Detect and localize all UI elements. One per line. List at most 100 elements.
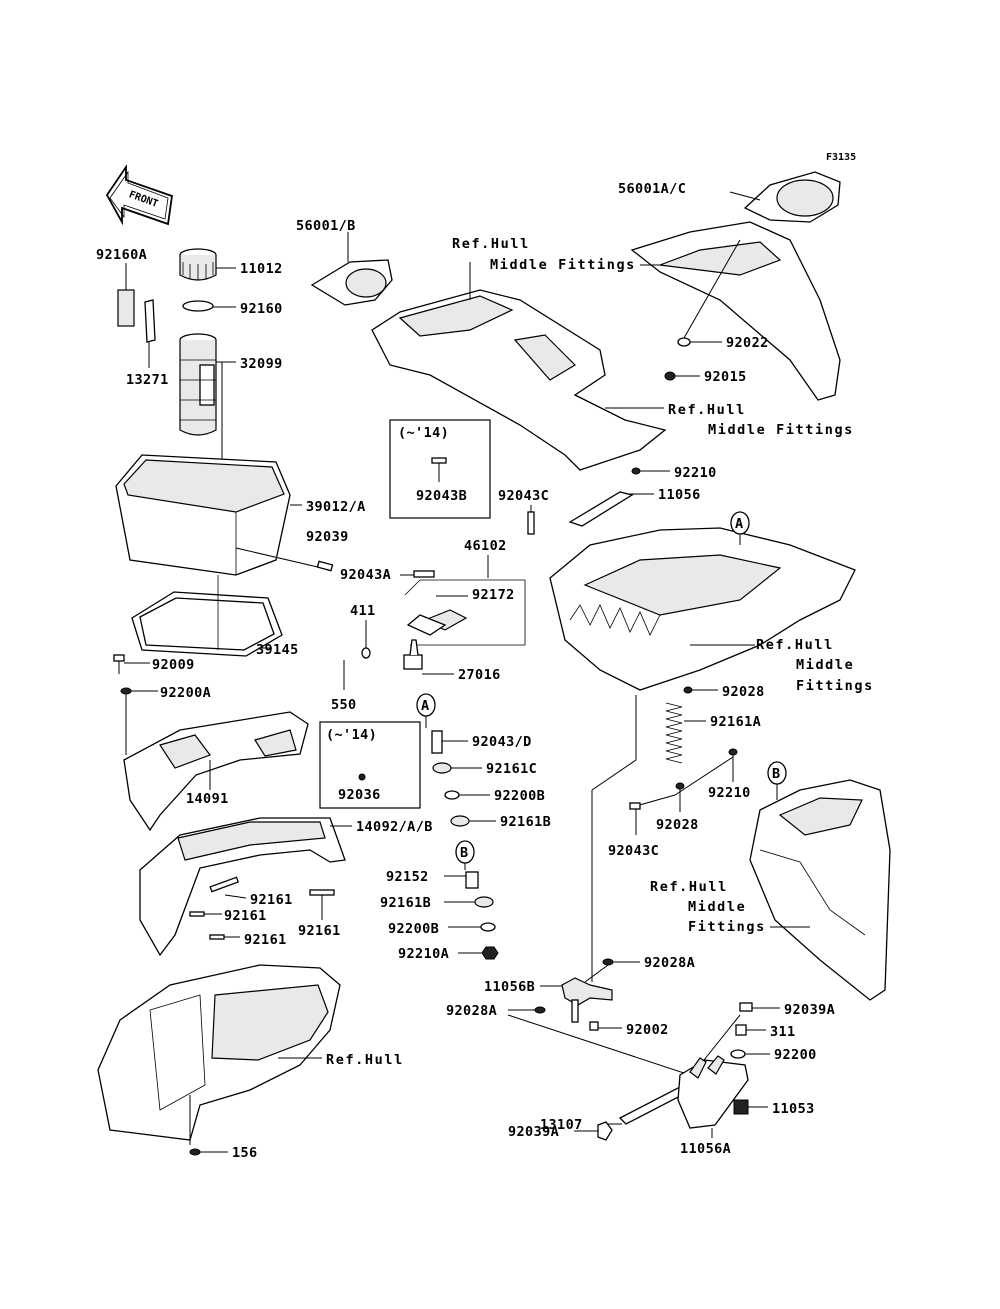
inset-part-2: 92036 xyxy=(338,787,381,803)
nut-92210A xyxy=(458,946,499,960)
screw-92039 xyxy=(235,547,334,572)
mirror-56001B xyxy=(310,232,393,306)
connector-a-right: A xyxy=(730,511,750,535)
part-label-27016: 27016 xyxy=(458,667,501,683)
part-label-92152: 92152 xyxy=(386,869,429,885)
part-label-11053: 11053 xyxy=(772,1101,815,1117)
oring-92160 xyxy=(182,300,236,312)
nut-92028A-upper xyxy=(584,958,640,983)
ref-hull-3-line1: Ref.Hull xyxy=(756,637,834,653)
nut-92015 xyxy=(664,371,700,381)
part-label-92160A: 92160A xyxy=(96,247,147,263)
pin-92043A xyxy=(400,570,435,578)
hull-middle-fittings-cowl xyxy=(630,221,841,401)
part-label-92210-lower: 92210 xyxy=(708,785,751,801)
part-label-92039: 92039 xyxy=(306,529,349,545)
inset-box-92043B xyxy=(389,419,491,519)
part-label-92210A: 92210A xyxy=(398,946,449,962)
washer-92200B-lower xyxy=(448,922,496,932)
part-label-92172: 92172 xyxy=(472,587,515,603)
washer-92200 xyxy=(730,1049,770,1059)
svg-text:B: B xyxy=(772,766,781,782)
part-label-13107: 13107 xyxy=(540,1117,583,1133)
bolt-92043C-lower xyxy=(629,756,734,835)
pin-92043D xyxy=(431,730,468,754)
svg-text:A: A xyxy=(735,516,744,532)
part-label-92161B-upper: 92161B xyxy=(500,814,551,830)
part-label-92009: 92009 xyxy=(152,657,195,673)
svg-text:B: B xyxy=(460,845,469,861)
part-label-14092AB: 14092/A/B xyxy=(356,819,433,835)
part-label-92015: 92015 xyxy=(704,369,747,385)
part-label-56001B: 56001/B xyxy=(296,218,356,234)
collar-311 xyxy=(735,1024,766,1036)
part-label-92039A-lower: 92039A xyxy=(508,1124,559,1140)
part-label-92043C-lower: 92043C xyxy=(608,843,659,859)
pad-11053 xyxy=(733,1099,768,1115)
storage-tray-39012A xyxy=(115,454,302,576)
washer-92022 xyxy=(677,239,741,347)
part-label-92028A-lower: 92028A xyxy=(446,1003,497,1019)
bracket-11056 xyxy=(568,491,654,527)
washer-92200A xyxy=(120,687,158,755)
rod-13107 xyxy=(602,1087,686,1125)
lever-11056B xyxy=(540,977,613,1023)
ref-hull-3-line3: Fittings xyxy=(796,678,874,694)
ref-hull-4-line2: Middle xyxy=(688,899,746,915)
linkage-46102 xyxy=(404,555,526,646)
ref-hull-4-line1: Ref.Hull xyxy=(650,879,728,895)
part-label-92200B-upper: 92200B xyxy=(494,788,545,804)
bracket-11056A xyxy=(677,1055,749,1138)
connector-b-center: B xyxy=(455,840,475,870)
nut-92210-upper xyxy=(631,467,670,475)
part-label-92161-b: 92161 xyxy=(224,908,267,924)
inset-box-92036 xyxy=(319,721,421,809)
part-label-92161A: 92161A xyxy=(710,714,761,730)
washer-92161B-lower xyxy=(444,896,494,908)
part-label-92160: 92160 xyxy=(240,301,283,317)
part-label-92043A: 92043A xyxy=(340,567,391,583)
part-label-92161B-lower: 92161B xyxy=(380,895,431,911)
ref-hull-2-line1: Ref.Hull xyxy=(668,402,746,418)
part-label-11056A: 11056A xyxy=(680,1141,731,1157)
part-label-92039A-upper: 92039A xyxy=(784,1002,835,1018)
part-label-92028A-upper: 92028A xyxy=(644,955,695,971)
ref-hull-3-line2: Middle xyxy=(796,657,854,673)
ref-hull-1-line2: Middle Fittings xyxy=(490,257,636,273)
pin-92043C-upper xyxy=(527,505,535,535)
bracket-13271 xyxy=(144,299,156,368)
washer-92161B-upper xyxy=(450,815,496,827)
washer-92200B-upper xyxy=(444,790,490,800)
part-label-46102: 46102 xyxy=(464,538,507,554)
part-label-11056: 11056 xyxy=(658,487,701,503)
part-label-92161-a: 92161 xyxy=(250,892,293,908)
cover-14091 xyxy=(123,711,309,832)
part-label-92200B-lower: 92200B xyxy=(388,921,439,937)
bolt-156 xyxy=(189,1148,228,1156)
part-label-92200: 92200 xyxy=(774,1047,817,1063)
ref-hull-4-line3: Fittings xyxy=(688,919,766,935)
washer-92161C xyxy=(432,762,482,774)
part-label-92043C-upper: 92043C xyxy=(498,488,549,504)
collar-92152 xyxy=(444,871,479,889)
connector-b-right: B xyxy=(767,761,787,800)
cover-14092AB xyxy=(139,817,352,957)
bolt-92009 xyxy=(113,654,150,674)
filler-tube-32099 xyxy=(179,333,236,505)
inset-condition-2: (~'14) xyxy=(326,727,377,743)
svg-text:A: A xyxy=(421,698,430,714)
inset-condition-1: (~'14) xyxy=(398,425,449,441)
part-label-14091: 14091 xyxy=(186,791,229,807)
part-label-11012: 11012 xyxy=(240,261,283,277)
clip-411 xyxy=(343,620,371,690)
bolt-92002 xyxy=(589,1021,622,1031)
part-label-92161C: 92161C xyxy=(486,761,537,777)
spring-92161A xyxy=(665,702,706,764)
part-label-39012A: 39012/A xyxy=(306,499,366,515)
hull-middle-fittings-upper xyxy=(371,262,667,471)
hull-middle-fittings-right xyxy=(749,779,891,1001)
part-label-92028-lower: 92028 xyxy=(656,817,699,833)
part-label-11056B: 11056B xyxy=(484,979,535,995)
nut-92028-lower xyxy=(675,782,685,812)
